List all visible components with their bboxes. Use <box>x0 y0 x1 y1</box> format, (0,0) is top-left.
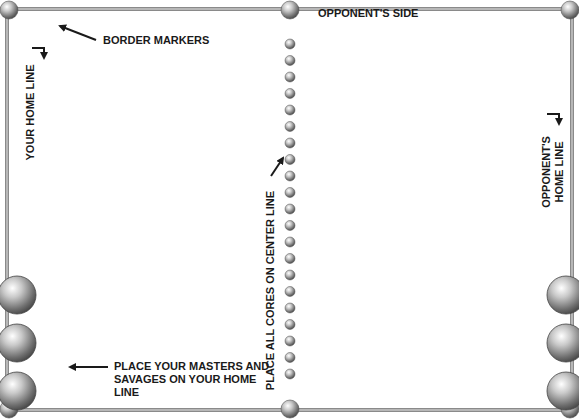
center-line-cores <box>285 39 295 379</box>
pointer-arrows <box>32 26 559 367</box>
border-markers-arrow <box>60 26 96 40</box>
home-line-label: OPPONENT'S HOME LINE <box>540 131 566 213</box>
side-label: OPPONENT'S SIDE <box>318 7 468 20</box>
board-border-highlight <box>7 9 572 410</box>
placement-note: PLACE YOUR MASTERS AND SAVAGES ON YOUR H… <box>114 360 279 399</box>
opponent-home-line-arrow <box>547 114 559 124</box>
border-markers-label: BORDER MARKERS <box>103 34 243 47</box>
your-home-line-arrow <box>32 48 44 58</box>
home-line-pieces <box>0 276 579 410</box>
board-border <box>7 9 572 410</box>
home-line-placement-arrow <box>70 366 108 368</box>
center-line-arrow <box>271 158 283 176</box>
home-line-label: YOUR HOME LINE <box>24 57 37 167</box>
